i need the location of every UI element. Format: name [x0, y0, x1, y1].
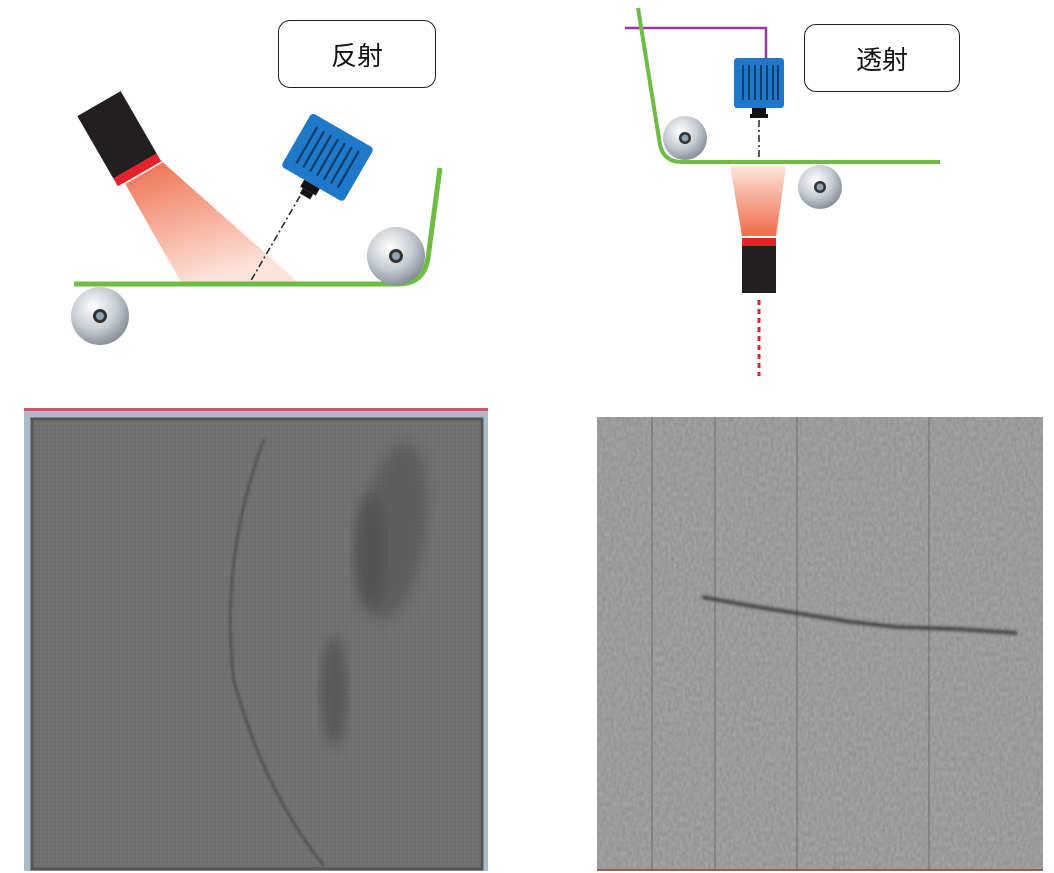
- light-source: [77, 91, 163, 188]
- roller-right: [367, 227, 425, 285]
- light-source: [742, 238, 776, 293]
- transmission-diagram: 透射: [600, 0, 1054, 380]
- optical-axis: [248, 195, 301, 285]
- camera: [282, 114, 373, 201]
- signal-cable: [625, 26, 768, 58]
- roller-lower: [798, 165, 842, 209]
- transmission-label: 透射: [804, 24, 960, 92]
- reflection-sample-image: [24, 408, 488, 871]
- camera: [734, 58, 784, 118]
- scratch-defect: [229, 438, 325, 867]
- light-beam: [730, 166, 786, 236]
- reflection-diagram: 反射: [0, 0, 520, 380]
- web-material: [636, 7, 940, 164]
- reflection-label: 反射: [278, 20, 436, 88]
- transmission-sample-image: [597, 417, 1043, 871]
- roller-left: [71, 287, 129, 345]
- crack-defect: [701, 595, 1018, 635]
- light-beam: [122, 158, 300, 284]
- roller-upper: [663, 116, 707, 160]
